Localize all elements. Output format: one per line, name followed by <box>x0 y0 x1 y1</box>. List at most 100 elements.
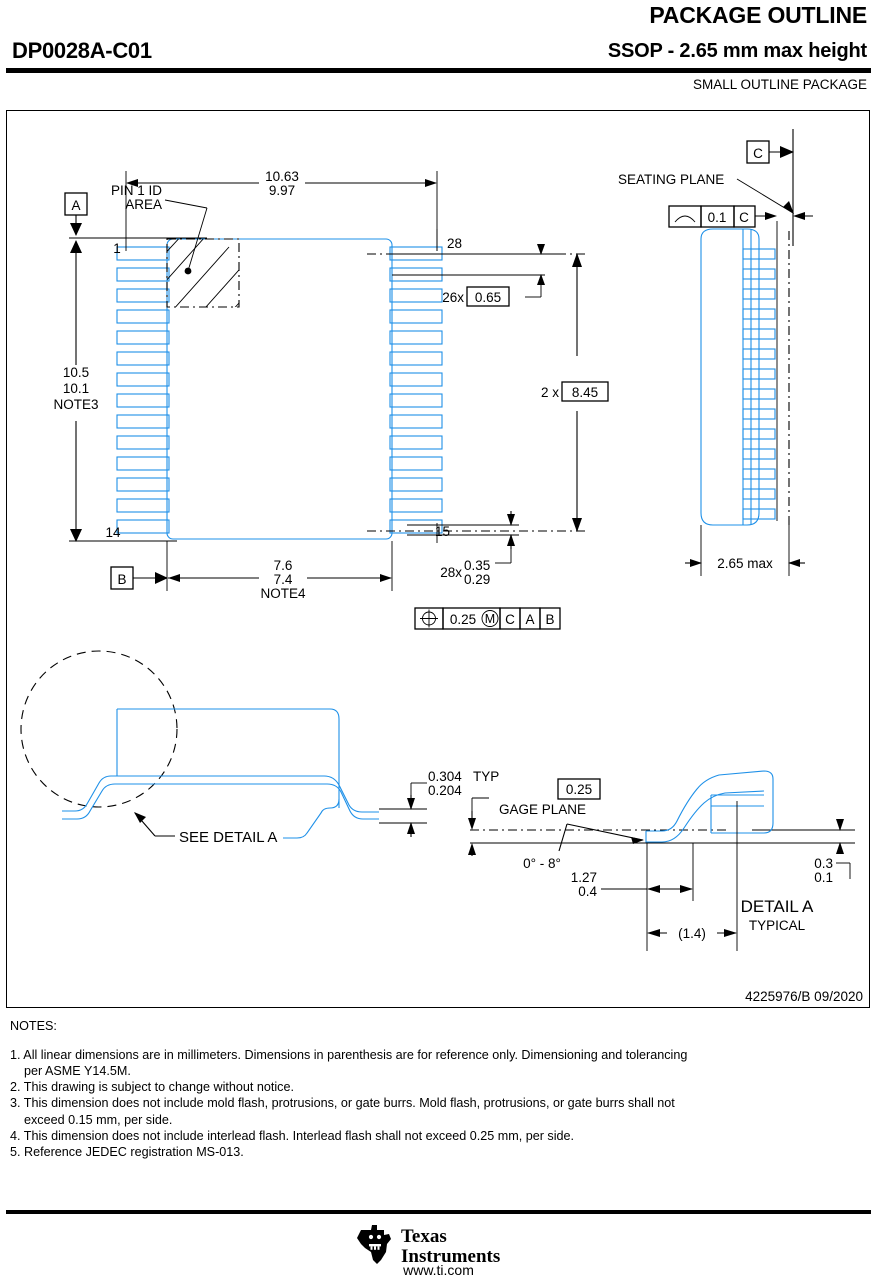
pin1-leader-dot <box>184 267 192 275</box>
detail-a-callout-circle <box>20 650 178 808</box>
pin-number-1: 1 <box>113 241 121 256</box>
package-subtitle: SMALL OUTLINE PACKAGE <box>692 77 867 92</box>
lead-thickness-max: 0.304 <box>428 769 462 784</box>
note-item: 2. This drawing is subject to change wit… <box>10 1080 294 1095</box>
pin1-id-area <box>167 239 239 307</box>
package-outline-drawing: PIN 1 ID AREA A 10.63 9.97 1 14 28 15 <box>20 129 855 951</box>
top-view: PIN 1 ID AREA A 10.63 9.97 1 14 28 15 <box>53 169 609 630</box>
datum-c-arrow <box>780 146 794 158</box>
pin1-leader <box>187 207 208 272</box>
dim-overall-width-min: 9.97 <box>269 183 295 198</box>
fcf-tolerance: 0.25 <box>450 612 476 627</box>
dim-body-width-max: 7.6 <box>274 558 293 573</box>
feature-control-frame: 0.25 M C A B <box>414 607 561 630</box>
header-divider <box>6 68 871 73</box>
dim-overall-width-max: 10.63 <box>265 169 299 184</box>
fcf-datum-2: A <box>525 612 534 627</box>
side-body-outline <box>700 228 760 526</box>
datum-b-label: B <box>117 572 126 587</box>
foot-length-min: 0.4 <box>578 884 597 899</box>
lead-width-count: 28x <box>440 565 462 580</box>
note-item: 5. Reference JEDEC registration MS-013. <box>10 1144 244 1159</box>
dim-height-max: 10.5 <box>63 365 89 380</box>
side-view: C SEATING PLANE 0.1 C <box>618 129 813 576</box>
flatness-control-frame: 0.1 C <box>668 205 756 228</box>
pitch-value: 0.65 <box>475 290 501 305</box>
pin-number-14: 14 <box>105 525 121 540</box>
note-item: 1. All linear dimensions are in millimet… <box>10 1048 688 1079</box>
lead-angle-label: 0° - 8° <box>523 856 561 871</box>
dim-height-min: 10.1 <box>63 381 89 396</box>
pin1-id-label-line2: AREA <box>125 197 162 212</box>
pitch-count: 26x <box>442 290 464 305</box>
lead-profile-mid <box>62 783 327 820</box>
position-symbol-icon <box>420 609 438 628</box>
lead-width-max: 0.35 <box>464 558 490 573</box>
fcf-modifier: M <box>485 612 495 626</box>
dim-height-note: NOTE3 <box>53 397 98 412</box>
lead-profile-upper <box>117 708 340 839</box>
lead-cross-section: 0.304 0.204 TYP SEE DETAIL A <box>20 650 499 846</box>
side-view-leads <box>742 248 776 520</box>
detail-lead-inner <box>645 790 765 843</box>
texas-state-face <box>368 1234 381 1250</box>
ti-website-url: www.ti.com <box>403 1262 474 1278</box>
span-value-box <box>561 381 609 402</box>
detail-a-view: 0.25 GAGE PLANE 0° - 8° <box>468 770 855 951</box>
pitch-value-box <box>466 286 510 307</box>
left-leads <box>116 246 170 534</box>
lead-profile-lower <box>62 775 324 812</box>
datum-c-label: C <box>753 146 763 161</box>
fcf-datum-1: C <box>505 612 515 627</box>
ref-dimension: (1.4) <box>678 926 706 941</box>
see-detail-a-label: SEE DETAIL A <box>179 829 277 846</box>
span-value: 8.45 <box>572 385 598 400</box>
datum-a-label: A <box>71 198 80 213</box>
drawing-document-number: 4225976/B 09/2020 <box>745 989 863 1004</box>
flatness-symbol-icon <box>674 215 696 223</box>
flatness-datum: C <box>739 210 749 225</box>
pin1-id-label-line1: PIN 1 ID <box>111 183 162 198</box>
texas-instruments-logo: Texas Instruments <box>351 1222 527 1271</box>
package-descriptor: SSOP - 2.65 mm max height <box>607 40 867 62</box>
page-title: PACKAGE OUTLINE <box>649 2 867 28</box>
foot-length-max: 1.27 <box>571 870 597 885</box>
datum-a-arrow <box>70 223 82 236</box>
side-height-max: 2.65 max <box>717 556 773 571</box>
package-body-outline <box>166 238 393 540</box>
notes-section: NOTES: 1. All linear dimensions are in m… <box>10 1018 870 1160</box>
pin1-id-boundary <box>166 238 240 308</box>
footer-divider <box>6 1210 871 1214</box>
gage-plane-value: 0.25 <box>566 782 592 797</box>
dim-body-width-note: NOTE4 <box>260 586 306 601</box>
right-leads <box>389 246 443 534</box>
drawing-frame: PIN 1 ID AREA A 10.63 9.97 1 14 28 15 <box>6 110 870 1008</box>
gage-plane-label: GAGE PLANE <box>499 802 586 817</box>
datum-b-arrow <box>155 572 168 584</box>
note-item: 4. This dimension does not include inter… <box>10 1128 575 1143</box>
standoff-min: 0.1 <box>814 870 833 885</box>
lead-angle-leader <box>566 823 644 841</box>
note-item: 3. This dimension does not include mold … <box>10 1096 675 1127</box>
detail-lead-outer <box>646 770 774 834</box>
ti-wordmark-line2: Instruments <box>401 1246 500 1266</box>
part-number: DP0028A-C01 <box>12 38 152 63</box>
page-header: PACKAGE OUTLINE DP0028A-C01 SSOP - 2.65 … <box>0 0 877 100</box>
ti-logo-svg: Texas Instruments <box>356 1225 500 1267</box>
lead-thickness-min: 0.204 <box>428 783 462 798</box>
dim-body-width-min: 7.4 <box>274 572 293 587</box>
gage-plane-value-box <box>557 778 601 800</box>
lead-width-min: 0.29 <box>464 572 490 587</box>
lead-thickness-suffix: TYP <box>473 769 499 784</box>
notes-heading: NOTES: <box>10 1019 57 1033</box>
mmc-modifier-icon <box>481 610 499 627</box>
span-count: 2 x <box>541 385 559 400</box>
seating-plane-label: SEATING PLANE <box>618 172 724 187</box>
detail-a-title: DETAIL A <box>741 897 814 916</box>
ti-wordmark-line1: Texas <box>401 1226 447 1247</box>
standoff-max: 0.3 <box>814 856 833 871</box>
ti-logo-wrap: Texas Instruments <box>0 1222 877 1271</box>
pin-number-28: 28 <box>447 236 462 251</box>
detail-a-subtitle: TYPICAL <box>749 918 806 933</box>
fcf-datum-3: B <box>545 612 554 627</box>
